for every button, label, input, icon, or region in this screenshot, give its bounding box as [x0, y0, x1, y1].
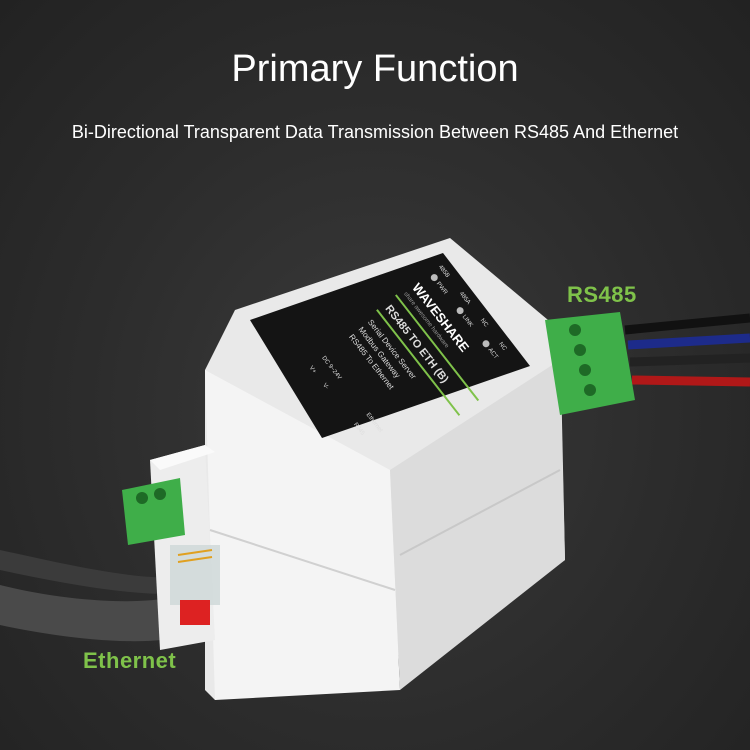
- pin-vplus: V+: [308, 365, 318, 375]
- rj45-connector: [170, 545, 220, 625]
- terminal-nc-1: NC: [479, 318, 489, 329]
- page-subtitle: Bi-Directional Transparent Data Transmis…: [71, 122, 679, 142]
- led-act: [482, 340, 490, 348]
- device-label-plate: [250, 253, 530, 438]
- led-pwr: [430, 274, 438, 282]
- ethernet-cable-2: [0, 550, 205, 595]
- page-title: Primary Function: [231, 48, 519, 90]
- rs485-terminal-block: [545, 312, 635, 415]
- ethernet-cable: [0, 585, 205, 642]
- power-terminal-block: [122, 478, 185, 545]
- ethernet-callout: Ethernet: [83, 648, 177, 673]
- led-link: [456, 307, 464, 315]
- rs485-callout: RS485: [567, 282, 637, 307]
- rs485-cables: [624, 313, 750, 387]
- pin-vminus: V-: [321, 383, 329, 391]
- terminal-nc-2: NC: [497, 341, 507, 352]
